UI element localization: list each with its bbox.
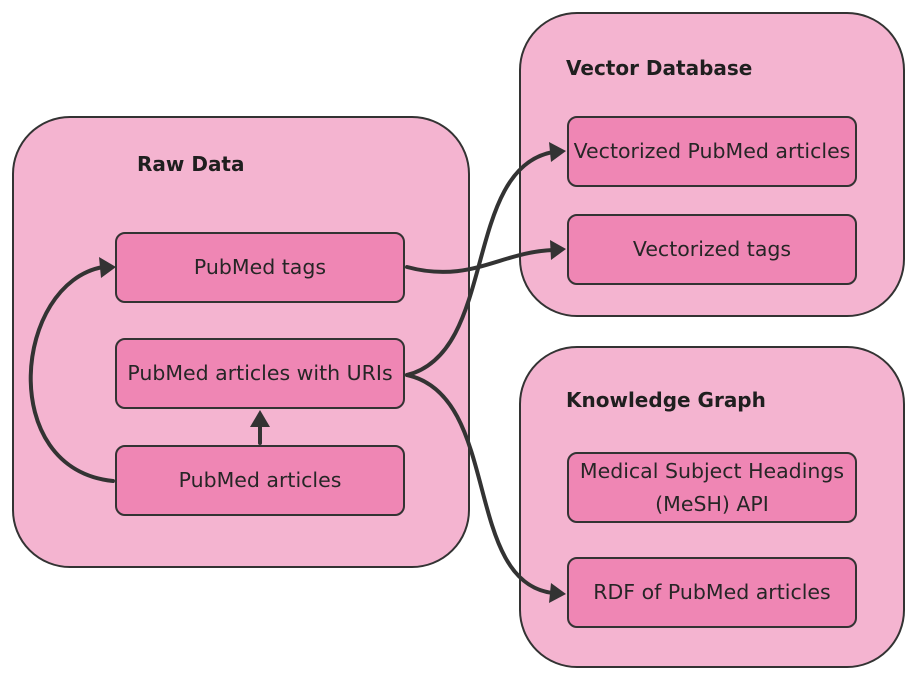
group-title-knowledge-graph: Knowledge Graph: [566, 388, 766, 412]
node-pubmed-articles-with-uris[interactable]: PubMed articles with URIs: [115, 338, 405, 409]
node-rdf-pubmed-articles[interactable]: RDF of PubMed articles: [567, 557, 857, 628]
node-mesh-api[interactable]: Medical Subject Headings (MeSH) API: [567, 452, 857, 523]
group-title-vector-database: Vector Database: [566, 56, 753, 80]
node-vectorized-pubmed-articles[interactable]: Vectorized PubMed articles: [567, 116, 857, 187]
group-title-raw-data: Raw Data: [137, 152, 245, 176]
node-vectorized-tags[interactable]: Vectorized tags: [567, 214, 857, 285]
node-pubmed-tags[interactable]: PubMed tags: [115, 232, 405, 303]
node-pubmed-articles[interactable]: PubMed articles: [115, 445, 405, 516]
